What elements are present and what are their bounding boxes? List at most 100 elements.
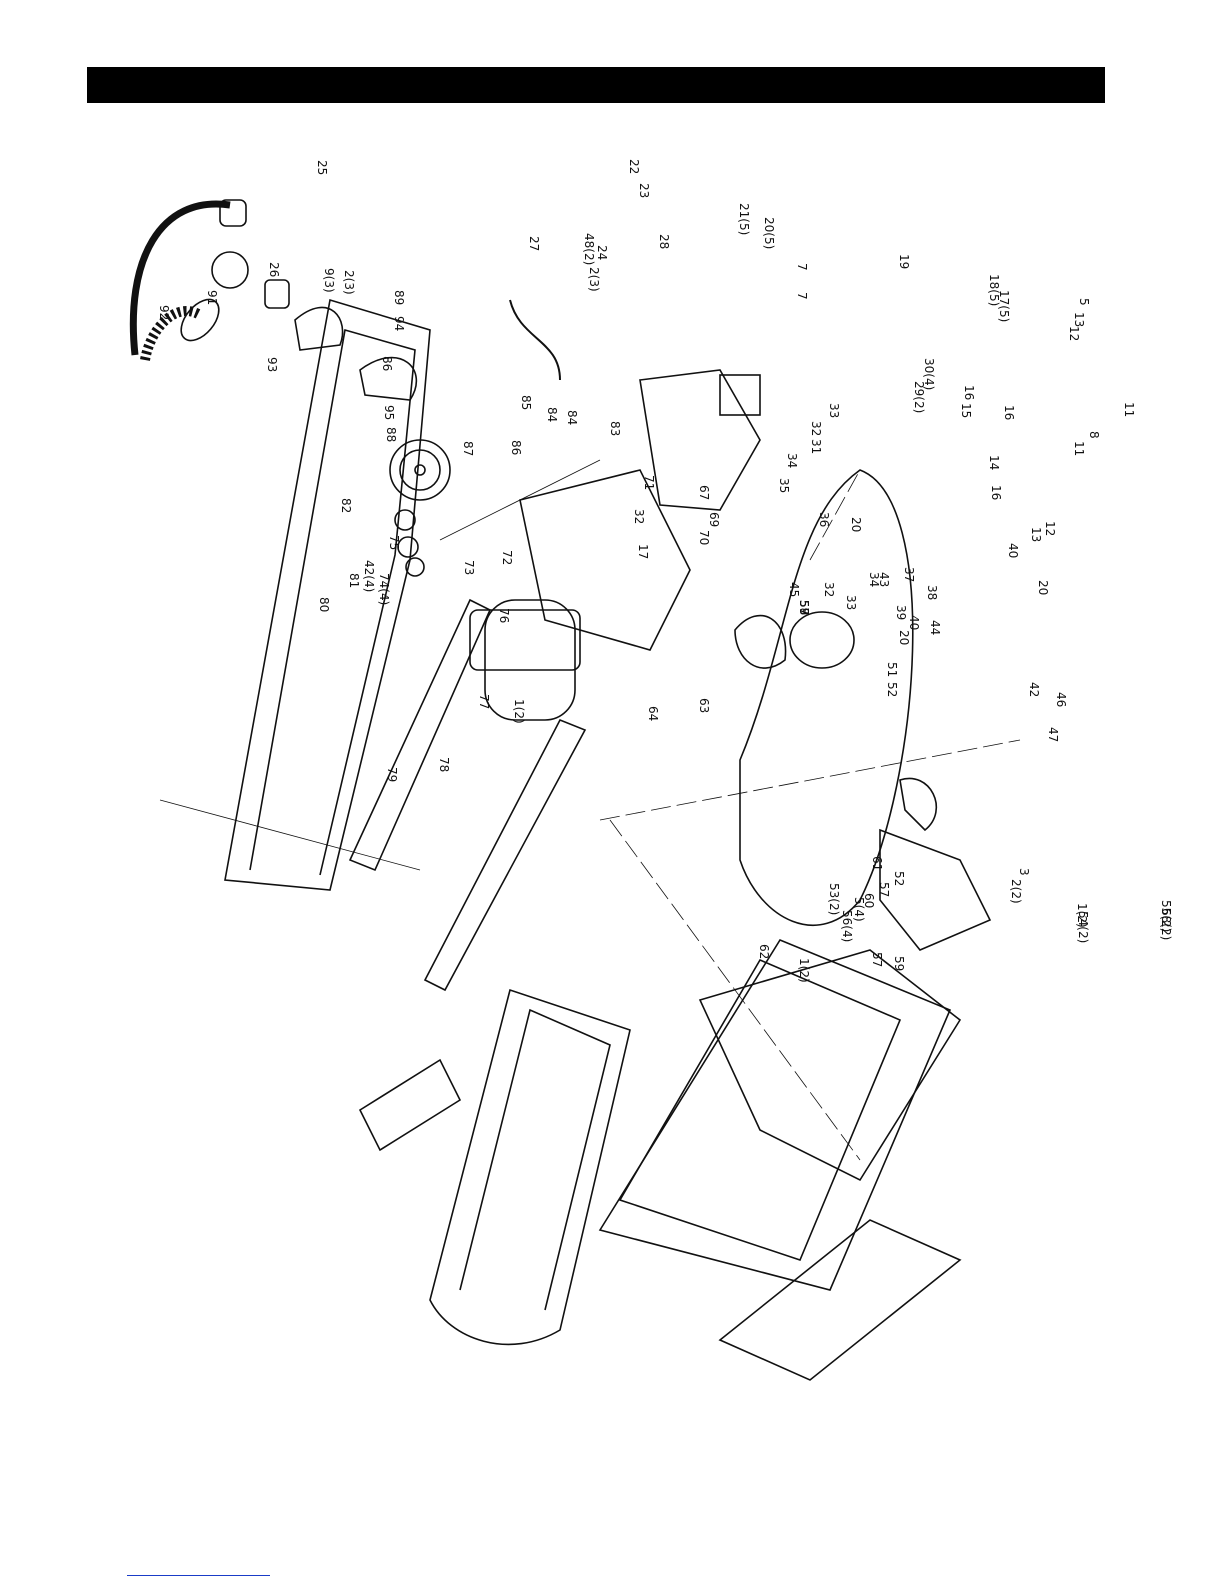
insert-64	[734, 614, 787, 669]
part-label: 5(4)	[852, 897, 866, 922]
part-label: 8	[1087, 431, 1101, 439]
table-63	[739, 469, 914, 927]
part-label: 28	[657, 234, 671, 249]
footer-rule	[127, 1575, 270, 1576]
part-label: 18(5)	[987, 274, 1001, 306]
part-label: 2(2)	[1009, 879, 1023, 904]
part-label: 81	[347, 573, 361, 588]
part-label: 64	[646, 706, 660, 721]
part-label: 36	[817, 512, 831, 527]
part-label: 40	[1006, 543, 1020, 558]
part-label: 51	[885, 662, 899, 677]
part-label: 1(2)	[1075, 903, 1089, 928]
part-label: 84	[545, 407, 559, 422]
part-label: 82	[339, 498, 353, 513]
part-label: 69	[707, 512, 721, 527]
part-label: 32	[822, 582, 836, 597]
part-label: 25	[315, 160, 329, 175]
part-label: 85	[519, 395, 533, 410]
part-label: 16	[1002, 405, 1016, 420]
part-label: 77	[477, 694, 491, 709]
part-label: 20	[1036, 580, 1050, 595]
part-label: 3	[1017, 868, 1031, 876]
part-label: 42	[1027, 682, 1041, 697]
part-label: 13	[1029, 527, 1043, 542]
base-6	[618, 958, 902, 1261]
part-label: 16	[989, 485, 1003, 500]
part-label: 11	[1122, 402, 1136, 417]
part-label: 2(3)	[342, 270, 356, 295]
part-label: 72	[500, 550, 514, 565]
part-label: 84	[565, 410, 579, 425]
part-label: 35	[777, 478, 791, 493]
part-label: 52	[885, 682, 899, 697]
power-cord-82	[509, 299, 561, 381]
part-label: 75	[387, 535, 401, 550]
part-label: 62	[757, 944, 771, 959]
part-label: 91	[205, 290, 219, 305]
plate-78	[639, 369, 761, 511]
part-label: 57	[797, 600, 811, 615]
part-label: 39	[894, 605, 908, 620]
part-label: 27	[527, 236, 541, 251]
part-label: 59	[797, 600, 811, 615]
part-label: 73	[462, 560, 476, 575]
part-label: 34	[785, 453, 799, 468]
part-label: 57	[877, 882, 891, 897]
part-label: 60	[862, 893, 876, 908]
part-label: 12	[1043, 521, 1057, 536]
table-insert-opening	[789, 611, 855, 669]
part-label: 89	[392, 290, 406, 305]
part-label: 17	[636, 544, 650, 559]
part-label: 32	[809, 421, 823, 436]
bearing-85	[394, 509, 416, 531]
part-label: 42(4)	[362, 560, 376, 592]
motor-bracket-71	[469, 609, 581, 671]
part-label: 20	[849, 517, 863, 532]
part-label: 57	[797, 600, 811, 615]
part-label: 47	[1046, 727, 1060, 742]
part-label: 38	[925, 585, 939, 600]
fence-3	[718, 1219, 962, 1381]
part-label: 83	[608, 421, 622, 436]
light-bulb-25	[180, 298, 220, 342]
part-label: 1(2)	[797, 958, 811, 983]
part-label: 45	[787, 582, 801, 597]
part-label: 95	[382, 405, 396, 420]
hose-connector-91	[264, 279, 290, 309]
part-label: 46	[1054, 692, 1068, 707]
header-bar	[87, 67, 1105, 103]
part-label: 22	[627, 159, 641, 174]
part-label: 92	[157, 305, 171, 320]
part-label: 5	[1077, 298, 1091, 306]
part-label: 43	[877, 572, 891, 587]
part-label: 17(5)	[997, 290, 1011, 322]
part-label: 23	[637, 183, 651, 198]
part-label: 21(5)	[737, 203, 751, 235]
part-label: 20	[897, 630, 911, 645]
part-label: 12	[1067, 326, 1081, 341]
part-label: 87	[461, 441, 475, 456]
hose-connector-92	[219, 199, 247, 227]
vacuum-hose-corrugated	[140, 306, 203, 362]
part-label: 33	[827, 403, 841, 418]
bearing-84b	[405, 557, 425, 577]
lower-arm-15	[348, 598, 492, 872]
part-label: 16	[962, 385, 976, 400]
part-label: 32	[632, 509, 646, 524]
blade-guard-93	[294, 306, 344, 351]
part-label: 88	[384, 427, 398, 442]
part-label: 31	[809, 439, 823, 454]
part-label: 19	[897, 254, 911, 269]
housing-72	[519, 469, 691, 651]
part-label: 68(2)	[1159, 908, 1173, 940]
part-label: 29(2)	[912, 381, 926, 413]
base-plate	[698, 949, 962, 1182]
part-label: 24	[595, 245, 609, 260]
part-label: 57	[870, 952, 884, 967]
part-label: 9(3)	[322, 268, 336, 293]
switch-79	[719, 374, 761, 416]
part-label: 15	[959, 403, 973, 418]
